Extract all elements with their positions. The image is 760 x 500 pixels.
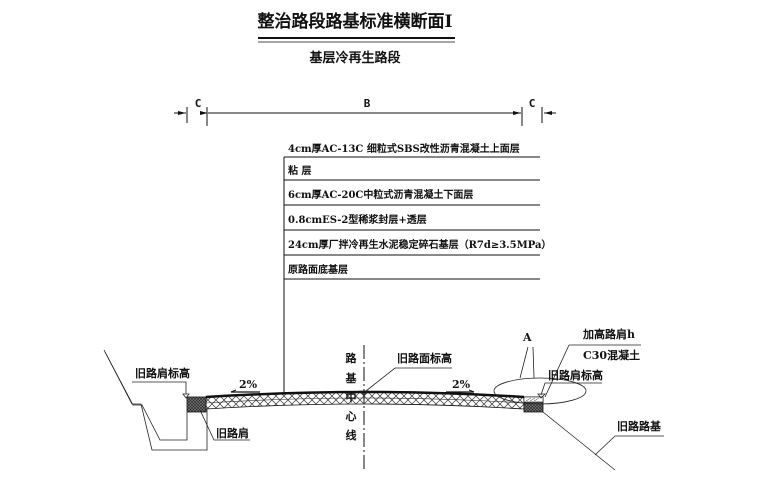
layer-label: 24cm厚厂拌冷再生水泥稳定碎石基层（R7d≥3.5MPa） — [288, 238, 551, 251]
left-shoulder-label: 旧路肩 — [216, 426, 249, 440]
detail-a-ellipse — [493, 377, 587, 405]
dim-label-right: C — [529, 97, 536, 110]
old-subgrade-label: 旧路路基 — [617, 419, 662, 433]
centerline-char: 路 — [346, 351, 358, 365]
elev-marker-icon — [359, 390, 369, 396]
old-surface-elev-label: 旧路面标高 — [397, 351, 452, 365]
layer-label: 6cm厚AC-20C中粒式沥青混凝土下面层 — [288, 188, 473, 201]
drawing-subtitle: 基层冷再生路段 — [308, 50, 400, 66]
elev-marker-icon — [182, 393, 190, 399]
left-slope-label: 2% — [239, 378, 258, 391]
left-shoulder-elev-label: 旧路肩标高 — [135, 366, 190, 380]
centerline-char: 基 — [345, 371, 358, 385]
dimension-line: C B C — [174, 97, 556, 126]
detail-marker-label: A — [522, 331, 532, 344]
elev-marker-icon — [537, 393, 546, 399]
layer-label: 4cm厚AC-13C 细粒式SBS改性沥青混凝土上面层 — [288, 142, 520, 155]
dim-label-center: B — [364, 97, 371, 110]
centerline-char: 中 — [346, 390, 357, 404]
centerline-char: 心 — [346, 410, 357, 423]
layer-label: 0.8cmES-2型稀浆封层+透层 — [288, 213, 427, 226]
drawing-title: 整治路段路基标准横断面Ⅰ — [258, 11, 453, 32]
layer-label: 粘 层 — [288, 164, 311, 177]
right-shoulder-elev-label: 旧路肩标高 — [548, 368, 603, 382]
layer-label: 原路面底基层 — [288, 263, 348, 276]
left-embankment — [103, 349, 208, 451]
layer-callout: 4cm厚AC-13C 细粒式SBS改性沥青混凝土上面层 粘 层 6cm厚AC-2… — [283, 142, 551, 393]
centerline-char: 线 — [346, 428, 357, 442]
c30-concrete-label: C30混凝土 — [583, 348, 640, 362]
dim-label-left: C — [195, 97, 202, 110]
right-slope-label: 2% — [452, 378, 471, 391]
pavement-structure — [186, 390, 544, 413]
raised-shoulder-label: 加高路肩h — [582, 327, 635, 341]
left-shoulder-block — [186, 396, 207, 413]
